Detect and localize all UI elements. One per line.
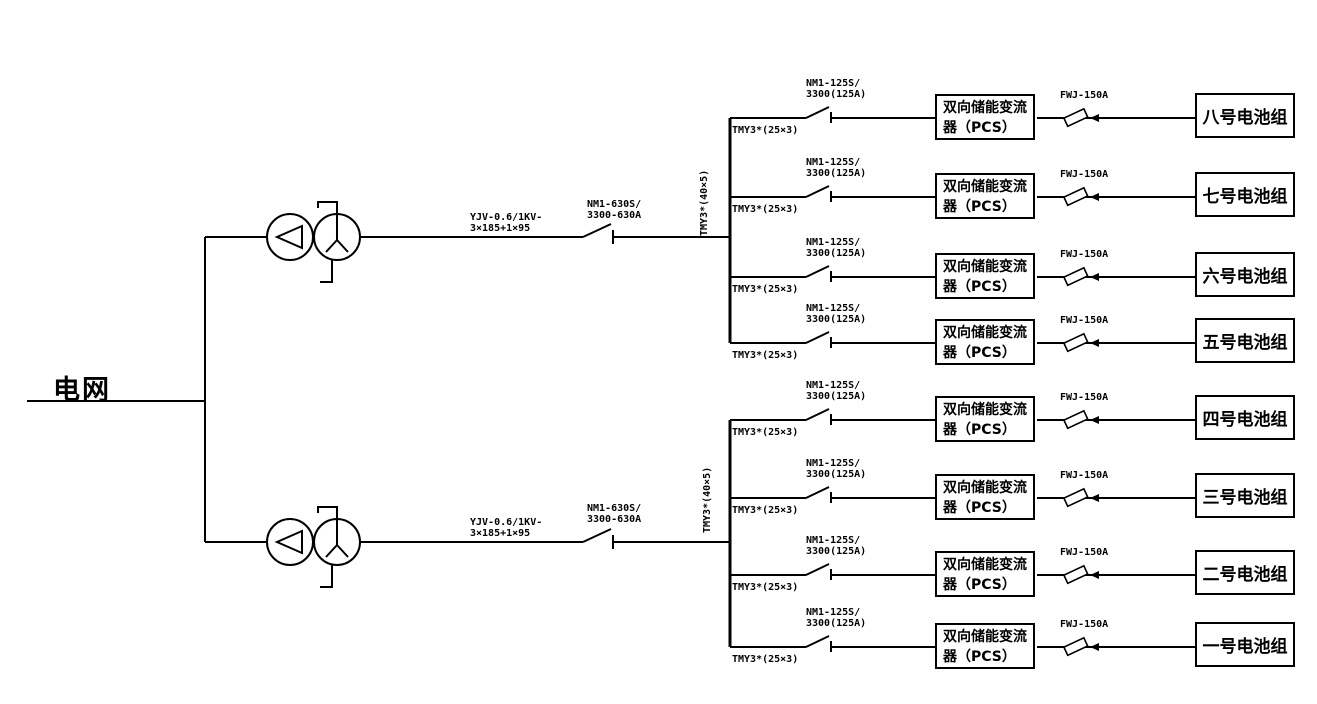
branch-breaker-label: NM1-125S/3300(125A) bbox=[806, 535, 867, 557]
pcs-box: 双向储能变流器（PCS） bbox=[935, 474, 1035, 520]
feeder-breaker-label: NM1-630S/3300-630A bbox=[587, 199, 642, 221]
branch-wiring bbox=[730, 106, 1195, 128]
branch-wiring bbox=[730, 486, 1195, 508]
plug-arrow-icon bbox=[1090, 416, 1099, 424]
fuse-symbol bbox=[1062, 107, 1089, 128]
plug-arrow-icon bbox=[1090, 273, 1099, 281]
feeder-breaker-switch bbox=[360, 223, 730, 244]
transformer-symbol bbox=[266, 201, 361, 283]
bus-label: TMY3*(40×5) bbox=[702, 466, 713, 533]
grid-wiring bbox=[27, 236, 267, 543]
fuse-symbol bbox=[1062, 636, 1089, 657]
battery-box: 一号电池组 bbox=[1195, 622, 1295, 667]
branch-bus-label: TMY3*(25×3) bbox=[732, 350, 799, 361]
feeder-breaker-switch bbox=[360, 528, 730, 549]
branch-wiring bbox=[730, 408, 1195, 430]
pcs-box: 双向储能变流器（PCS） bbox=[935, 173, 1035, 219]
branch-breaker-label: NM1-125S/3300(125A) bbox=[806, 237, 867, 259]
fuse-label: FWJ-150A bbox=[1060, 249, 1109, 260]
branch-wiring bbox=[730, 265, 1195, 287]
battery-box: 三号电池组 bbox=[1195, 473, 1295, 518]
fuse-symbol bbox=[1062, 409, 1089, 430]
battery-box: 八号电池组 bbox=[1195, 93, 1295, 138]
branch-bus-label: TMY3*(25×3) bbox=[732, 654, 799, 665]
battery-box: 七号电池组 bbox=[1195, 172, 1295, 217]
pcs-box: 双向储能变流器（PCS） bbox=[935, 551, 1035, 597]
feeder-breaker-label: NM1-630S/3300-630A bbox=[587, 503, 642, 525]
branch-breaker-label: NM1-125S/3300(125A) bbox=[806, 157, 867, 179]
fuse-label: FWJ-150A bbox=[1060, 392, 1109, 403]
grid-label: 电网 bbox=[53, 375, 111, 406]
branch-breaker-label: NM1-125S/3300(125A) bbox=[806, 607, 867, 629]
branch-bus-label: TMY3*(25×3) bbox=[732, 505, 799, 516]
fuse-symbol bbox=[1062, 564, 1089, 585]
fuse-label: FWJ-150A bbox=[1060, 315, 1109, 326]
plug-arrow-icon bbox=[1090, 571, 1099, 579]
branch-wiring bbox=[730, 563, 1195, 585]
cable-label: YJV-0.6/1KV-3×185+1×95 bbox=[470, 517, 543, 539]
battery-box: 四号电池组 bbox=[1195, 395, 1295, 440]
fuse-symbol bbox=[1062, 332, 1089, 353]
fuse-label: FWJ-150A bbox=[1060, 90, 1109, 101]
branch-bus-label: TMY3*(25×3) bbox=[732, 284, 799, 295]
plug-arrow-icon bbox=[1090, 114, 1099, 122]
fuse-label: FWJ-150A bbox=[1060, 547, 1109, 558]
branch-bus-label: TMY3*(25×3) bbox=[732, 204, 799, 215]
branch-breaker-label: NM1-125S/3300(125A) bbox=[806, 78, 867, 100]
branch-wiring bbox=[730, 635, 1195, 657]
pcs-box: 双向储能变流器（PCS） bbox=[935, 623, 1035, 669]
battery-box: 六号电池组 bbox=[1195, 252, 1295, 297]
branch-breaker-label: NM1-125S/3300(125A) bbox=[806, 380, 867, 402]
pcs-box: 双向储能变流器（PCS） bbox=[935, 94, 1035, 140]
fuse-symbol bbox=[1062, 186, 1089, 207]
fuse-label: FWJ-150A bbox=[1060, 169, 1109, 180]
plug-arrow-icon bbox=[1090, 193, 1099, 201]
bus-label: TMY3*(40×5) bbox=[699, 169, 710, 236]
branch-breaker-label: NM1-125S/3300(125A) bbox=[806, 303, 867, 325]
branch-bus-label: TMY3*(25×3) bbox=[732, 125, 799, 136]
plug-arrow-icon bbox=[1090, 339, 1099, 347]
pcs-box: 双向储能变流器（PCS） bbox=[935, 253, 1035, 299]
cable-label: YJV-0.6/1KV-3×185+1×95 bbox=[470, 212, 543, 234]
plug-arrow-icon bbox=[1090, 494, 1099, 502]
fuse-symbol bbox=[1062, 487, 1089, 508]
pcs-box: 双向储能变流器（PCS） bbox=[935, 396, 1035, 442]
branch-wiring bbox=[730, 331, 1195, 353]
branch-bus-label: TMY3*(25×3) bbox=[732, 427, 799, 438]
fuse-symbol bbox=[1062, 266, 1089, 287]
plug-arrow-icon bbox=[1090, 643, 1099, 651]
battery-box: 五号电池组 bbox=[1195, 318, 1295, 363]
transformer-symbol bbox=[266, 506, 361, 588]
fuse-label: FWJ-150A bbox=[1060, 470, 1109, 481]
pcs-box: 双向储能变流器（PCS） bbox=[935, 319, 1035, 365]
branch-breaker-label: NM1-125S/3300(125A) bbox=[806, 458, 867, 480]
branch-bus-label: TMY3*(25×3) bbox=[732, 582, 799, 593]
battery-box: 二号电池组 bbox=[1195, 550, 1295, 595]
branch-wiring bbox=[730, 185, 1195, 207]
fuse-label: FWJ-150A bbox=[1060, 619, 1109, 630]
